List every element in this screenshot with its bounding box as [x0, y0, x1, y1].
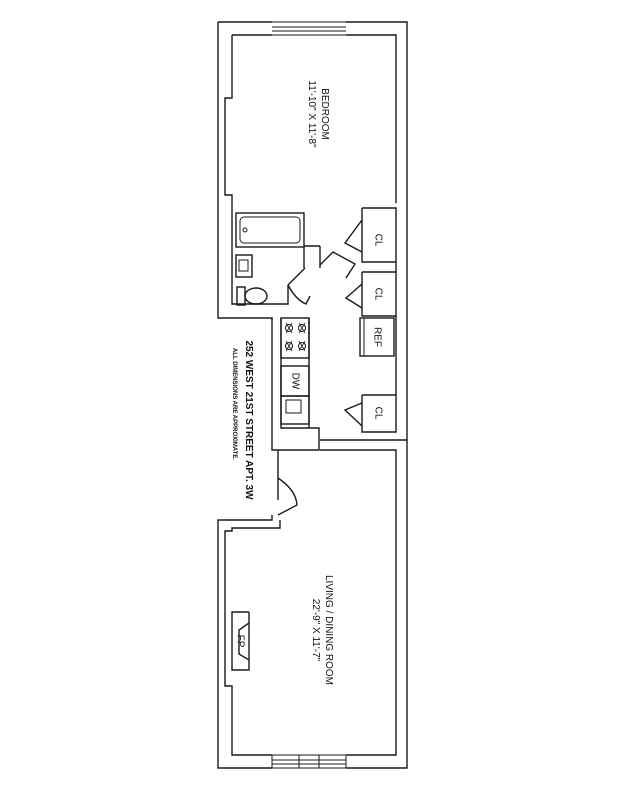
living-dims: 22'-9" X 11'-7": [310, 599, 321, 662]
dishwasher-label: DW: [290, 373, 301, 390]
living-wall-outer: [217, 439, 408, 769]
bedroom-dims: 11'-10" X 11'-8": [306, 80, 317, 148]
window-top: [272, 21, 346, 36]
closet-1-label: CL: [373, 234, 384, 247]
closet-3-label: CL: [373, 407, 384, 420]
right-wall-middle: [395, 208, 408, 440]
bath-door: [287, 267, 311, 305]
disclaimer-label: ALL DIMENSIONS ARE APPROXIMATE.: [231, 348, 237, 460]
fireplace-box: [231, 611, 250, 671]
bedroom-name: BEDROOM: [319, 88, 330, 140]
bath-sink: [235, 254, 253, 278]
closet-2-door: [344, 283, 363, 309]
fireplace-label: FP: [235, 635, 246, 648]
bedroom-wall-inner: [224, 34, 397, 305]
toilet-tank: [236, 286, 246, 306]
closet-2-label: CL: [373, 288, 384, 301]
address-label: 252 WEST 21ST STREET APT. 3W: [243, 340, 254, 500]
toilet-bowl: [244, 287, 268, 305]
window-bottom: [272, 754, 346, 769]
living-wall-inner: [224, 449, 397, 756]
kitchen-wall: [271, 318, 320, 500]
bathtub: [235, 212, 305, 248]
refrigerator-box: [359, 317, 395, 357]
closet-1-door: [343, 219, 363, 253]
entry-door: [277, 477, 298, 516]
living-name: LIVING / DINING ROOM: [323, 575, 334, 685]
bedroom-wall-outer: [217, 21, 408, 320]
refrigerator-label: REF: [372, 327, 383, 347]
closet-3-door: [343, 402, 363, 427]
closet-3-wall: [361, 394, 397, 433]
